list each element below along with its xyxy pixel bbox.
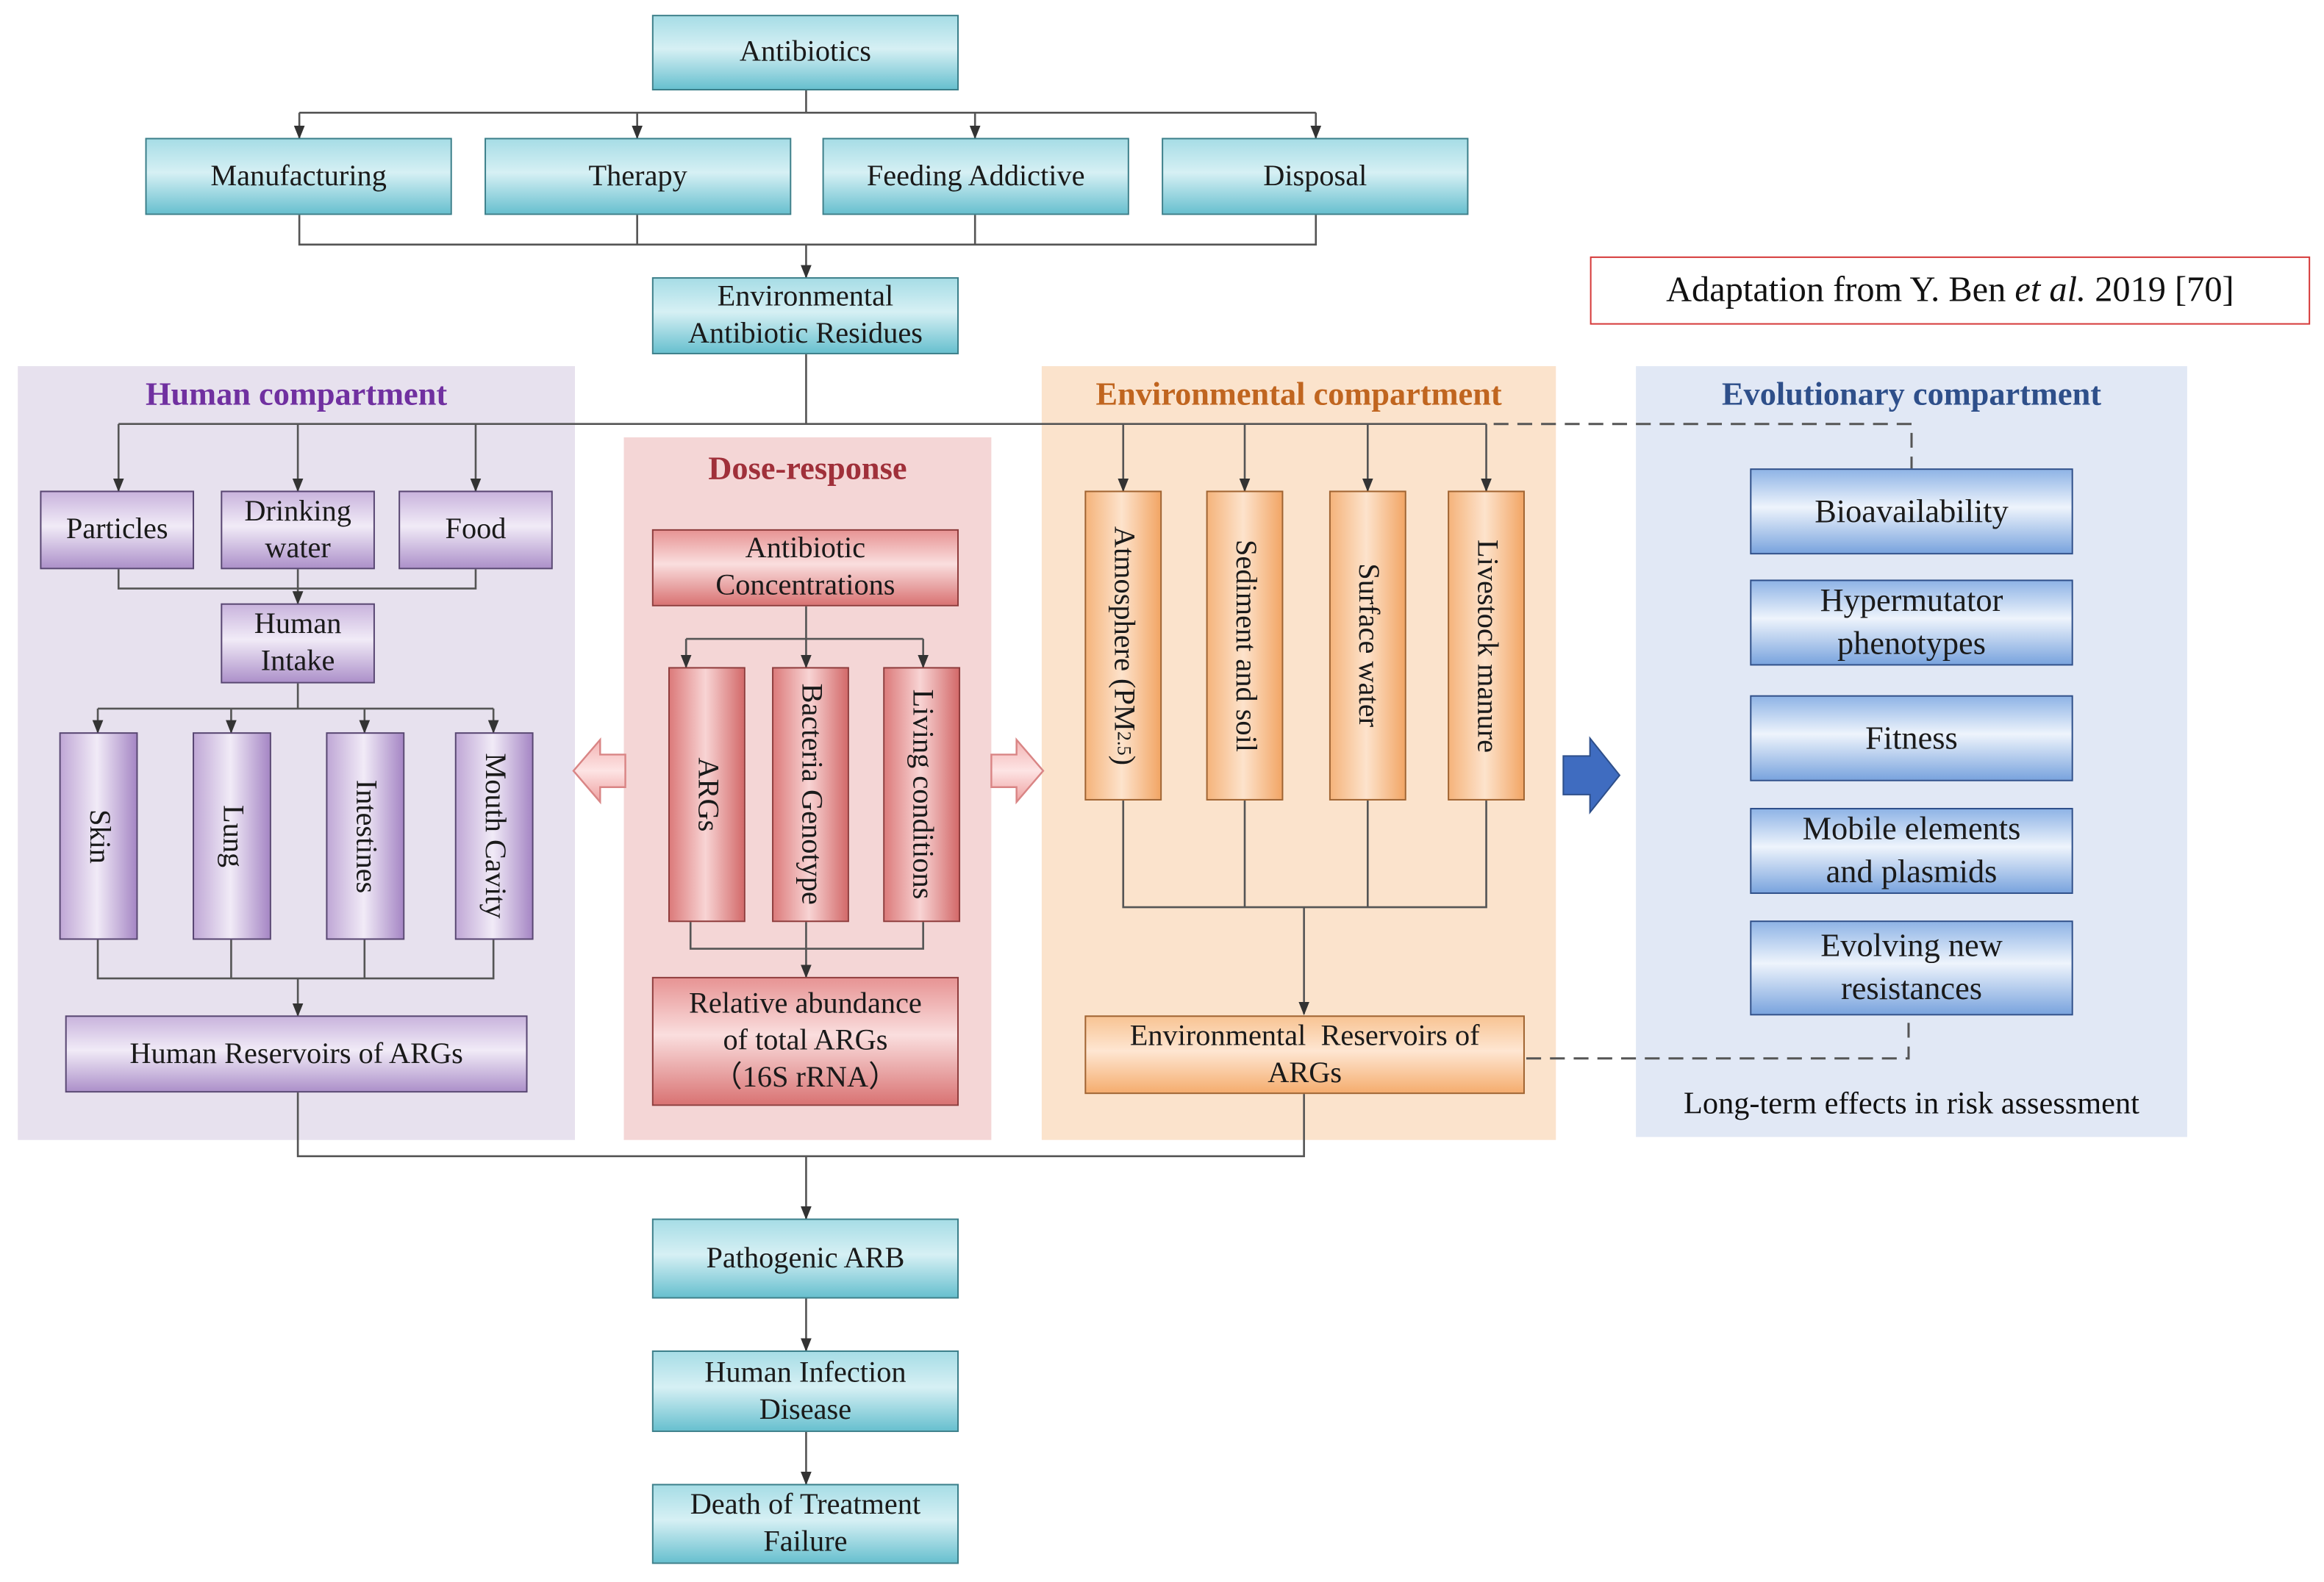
- human-compartment-title: Human compartment: [146, 375, 448, 412]
- human-intake-box: Human Intake: [221, 603, 375, 684]
- citation-prefix: Adaptation from Y. Ben: [1666, 271, 2015, 309]
- organ-intestines: Intestines: [326, 732, 405, 940]
- antibiotic-concentrations-box: Antibiotic Concentrations: [651, 529, 959, 606]
- source-manufacturing: Manufacturing: [145, 137, 452, 215]
- source-feeding-addictive: Feeding Addictive: [822, 137, 1129, 215]
- pathogenic-arb-box: Pathogenic ARB: [651, 1218, 959, 1299]
- right-arrow-icon: [990, 737, 1045, 805]
- factor-args-label: ARGs: [691, 757, 724, 832]
- concentrations-line-1: Antibiotic: [745, 531, 866, 565]
- organ-mouth-cavity: Mouth Cavity: [454, 732, 534, 940]
- organ-skin: Skin: [59, 732, 138, 940]
- medium-atmosphere-label: Atmosphere (PM2.5): [1105, 526, 1142, 765]
- drinking-line-1: Drinking: [244, 494, 351, 527]
- citation-box: Adaptation from Y. Ben et al. 2019 [70]: [1590, 256, 2311, 325]
- intake-line-1: Human: [254, 607, 342, 641]
- source-disposal: Disposal: [1162, 137, 1469, 215]
- evo-hypermutator-line-1: Hypermutator: [1820, 581, 2003, 619]
- environmental-reservoirs-box: Environmental Reservoirs of ARGs: [1084, 1015, 1525, 1095]
- abundance-line-3: （16S rRNA）: [712, 1061, 898, 1095]
- citation-etal: et al.: [2014, 271, 2087, 309]
- abundance-line-2: of total ARGs: [723, 1024, 888, 1057]
- evo-fitness-label: Fitness: [1865, 719, 1958, 756]
- evo-mobile-elements: Mobile elements and plasmids: [1750, 807, 2073, 894]
- env-reservoir-line-1: Environmental Reservoirs of: [1129, 1019, 1480, 1052]
- evo-resistances-line-1: Evolving new: [1820, 927, 2003, 964]
- atmosphere-suffix: ): [1107, 755, 1140, 765]
- left-arrow-icon: [572, 737, 626, 805]
- human-reservoirs-box: Human Reservoirs of ARGs: [65, 1015, 528, 1093]
- abundance-line-1: Relative abundance: [689, 987, 922, 1020]
- medium-atmosphere: Atmosphere (PM2.5): [1084, 490, 1162, 801]
- evo-bioavailability: Bioavailability: [1750, 468, 2073, 555]
- organ-intestines-label: Intestines: [349, 779, 382, 893]
- medium-sediment-soil-label: Sediment and soil: [1229, 539, 1262, 752]
- death-line-1: Death of Treatment: [690, 1488, 921, 1521]
- evo-hypermutator-line-2: phenotypes: [1837, 623, 1986, 662]
- evo-mobile-line-2: and plasmids: [1826, 852, 1998, 890]
- citation-suffix: 2019 [70]: [2086, 271, 2234, 309]
- exposure-food: Food: [398, 490, 553, 570]
- medium-surface-water-label: Surface water: [1352, 563, 1385, 728]
- intake-line-2: Intake: [260, 645, 335, 678]
- source-therapy: Therapy: [485, 137, 792, 215]
- medium-livestock-manure-label: Livestock manure: [1470, 539, 1504, 753]
- antibiotics-box: Antibiotics: [651, 15, 959, 91]
- environmental-compartment-title: Environmental compartment: [1095, 375, 1502, 412]
- human-infection-box: Human Infection Disease: [651, 1350, 959, 1432]
- evo-mobile-line-1: Mobile elements: [1802, 809, 2021, 848]
- medium-livestock-manure: Livestock manure: [1448, 490, 1525, 801]
- evolution-arrow-icon: [1562, 736, 1621, 815]
- residues-line-1: Environmental: [717, 280, 894, 313]
- evo-fitness: Fitness: [1750, 695, 2073, 781]
- organ-lung-label: Lung: [216, 804, 249, 867]
- exposure-particles: Particles: [40, 490, 195, 570]
- organ-lung: Lung: [193, 732, 271, 940]
- evolutionary-compartment-title: Evolutionary compartment: [1721, 375, 2102, 412]
- long-term-effects-caption: Long-term effects in risk assessment: [1684, 1085, 2139, 1121]
- evo-bioavailability-label: Bioavailability: [1814, 492, 2009, 530]
- infection-line-1: Human Infection: [704, 1356, 907, 1389]
- atmosphere-prefix: Atmosphere (PM: [1107, 526, 1140, 731]
- relative-abundance-box: Relative abundance of total ARGs （16S rR…: [651, 976, 959, 1106]
- factor-living-conditions: Living conditions: [883, 667, 961, 923]
- factor-args: ARGs: [668, 667, 746, 923]
- atmosphere-subscript: 2.5: [1113, 731, 1136, 756]
- exposure-drinking-water: Drinking water: [221, 490, 375, 570]
- medium-sediment-soil: Sediment and soil: [1206, 490, 1284, 801]
- evo-resistances-line-2: resistances: [1840, 969, 1983, 1007]
- organ-mouth-cavity-label: Mouth Cavity: [479, 753, 512, 919]
- evo-new-resistances: Evolving new resistances: [1750, 920, 2073, 1016]
- treatment-failure-box: Death of Treatment Failure: [651, 1483, 959, 1564]
- death-line-2: Failure: [763, 1525, 848, 1558]
- evo-hypermutator: Hypermutator phenotypes: [1750, 579, 2073, 666]
- concentrations-line-2: Concentrations: [715, 569, 895, 602]
- residues-line-2: Antibiotic Residues: [687, 317, 923, 350]
- drinking-line-2: water: [265, 531, 331, 565]
- factor-bacteria-genotype: Bacteria Genotype: [772, 667, 849, 923]
- env-reservoir-line-2: ARGs: [1268, 1056, 1342, 1089]
- factor-bacteria-genotype-label: Bacteria Genotype: [795, 684, 828, 906]
- factor-living-conditions-label: Living conditions: [906, 689, 939, 900]
- medium-surface-water: Surface water: [1329, 490, 1406, 801]
- dose-response-title: Dose-response: [708, 448, 907, 487]
- environmental-antibiotic-residues-box: Environmental Antibiotic Residues: [651, 277, 959, 354]
- organ-skin-label: Skin: [82, 809, 116, 864]
- infection-line-2: Disease: [759, 1392, 852, 1425]
